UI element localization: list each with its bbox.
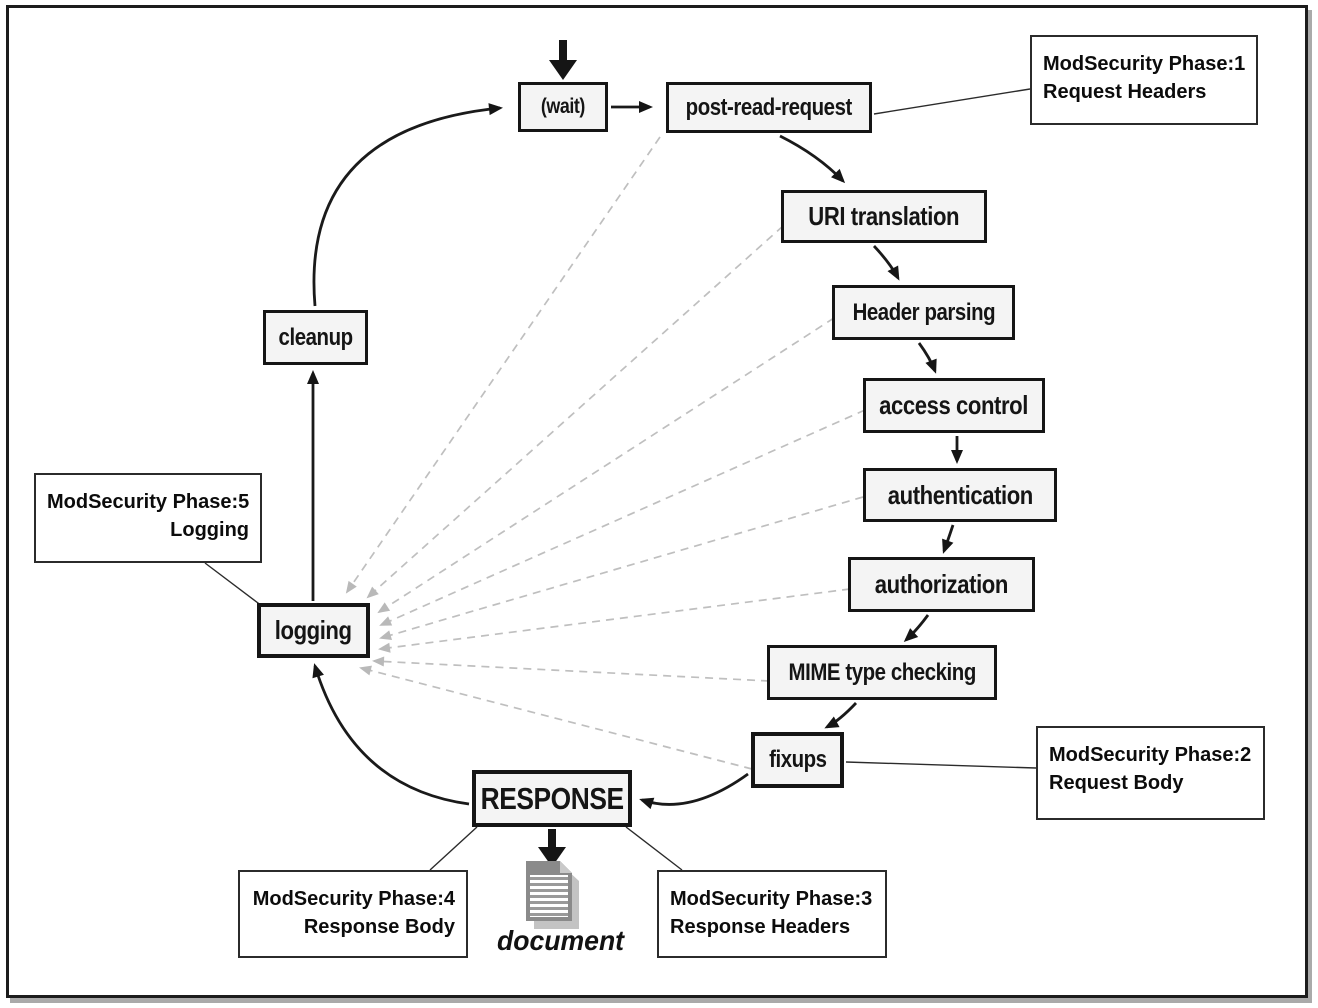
node-authorization-label: authorization (874, 569, 1009, 599)
node-fixups-label: fixups (768, 746, 827, 773)
node-authentication-label: authentication (887, 479, 1033, 510)
callout-line-phase5 (204, 562, 263, 607)
node-access-control-label: access control (879, 390, 1029, 420)
dashed-edge-authentication-to-logging (379, 496, 864, 640)
node-logging-label: logging (275, 615, 352, 645)
callout-modsecurity-phase3: ModSecurity Phase:3 Response Headers (657, 870, 887, 958)
callout-phase1-line2: Request Headers (1043, 81, 1207, 103)
node-response: RESPONSE (472, 770, 632, 827)
callout-phase4-line1: ModSecurity Phase:4 (252, 888, 455, 910)
node-logging: logging (257, 603, 370, 658)
node-wait-label: (wait) (540, 95, 586, 118)
callout-modsecurity-phase1: ModSecurity Phase:1 Request Headers (1030, 35, 1258, 125)
dashed-edge-authorization-to-logging (378, 588, 851, 653)
node-authentication: authentication (863, 468, 1057, 522)
dashed-edge-mime-type-checking-to-logging (372, 656, 770, 682)
edge-header-parsing-to-access-control (917, 342, 937, 374)
edge-uri-translation-to-header-parsing (872, 245, 900, 281)
callout-line-phase2 (845, 761, 1037, 769)
callout-line-phase3 (625, 826, 683, 871)
node-mime-type-checking-label: MIME type checking (788, 658, 976, 686)
response-to-document-arrow (538, 829, 566, 867)
callout-phase4-line2: Response Body (303, 916, 455, 938)
node-mime-type-checking: MIME type checking (767, 645, 997, 700)
edge-cleanup-to-wait (312, 103, 503, 307)
callout-phase2-line1: ModSecurity Phase:2 (1049, 744, 1252, 766)
node-header-parsing-label: Header parsing (852, 298, 995, 326)
entry-arrow (549, 40, 577, 80)
node-wait: (wait) (518, 82, 608, 132)
node-response-label: RESPONSE (480, 780, 624, 816)
dashed-edge-uri-translation-to-logging (366, 225, 784, 599)
dashed-edge-header-parsing-to-logging (377, 317, 835, 614)
callout-modsecurity-phase4: ModSecurity Phase:4 Response Body (238, 870, 468, 958)
document-label: document (496, 925, 625, 956)
dashed-edge-access-control-to-logging (379, 409, 866, 626)
edge-post-read-request-to-uri-translation (779, 134, 846, 184)
node-uri-translation: URI translation (781, 190, 987, 243)
node-post-read-request-label: post-read-request (685, 93, 853, 121)
dashed-edge-fixups-to-logging (359, 665, 753, 770)
callout-modsecurity-phase2: ModSecurity Phase:2 Request Body (1036, 726, 1265, 820)
callout-line-phase1 (873, 88, 1031, 115)
node-access-control: access control (863, 378, 1045, 433)
callout-phase5-line1: ModSecurity Phase:5 (47, 491, 250, 513)
callout-modsecurity-phase5: ModSecurity Phase:5 Logging (34, 473, 262, 563)
node-header-parsing: Header parsing (832, 285, 1015, 340)
edge-authentication-to-authorization (942, 524, 955, 554)
callout-phase3-line2: Response Headers (670, 916, 851, 938)
node-uri-translation-label: URI translation (808, 201, 960, 231)
document-icon (526, 861, 579, 929)
node-authorization: authorization (848, 557, 1035, 612)
edge-mime-type-checking-to-fixups (824, 702, 858, 729)
node-cleanup-label: cleanup (278, 323, 353, 351)
callout-phase1-line1: ModSecurity Phase:1 (1043, 53, 1246, 75)
node-post-read-request: post-read-request (666, 82, 872, 133)
edge-response-to-logging (312, 663, 470, 806)
node-fixups: fixups (751, 732, 844, 788)
dashed-edge-post-read-request-to-logging (345, 136, 661, 594)
callout-line-phase4 (429, 826, 478, 871)
callout-phase2-line2: Request Body (1049, 772, 1184, 794)
edge-fixups-to-response (639, 772, 749, 810)
node-cleanup: cleanup (263, 310, 368, 365)
edge-authorization-to-mime-type-checking (903, 614, 930, 643)
callout-phase3-line1: ModSecurity Phase:3 (670, 888, 873, 910)
callout-phase5-line2: Logging (170, 519, 249, 541)
